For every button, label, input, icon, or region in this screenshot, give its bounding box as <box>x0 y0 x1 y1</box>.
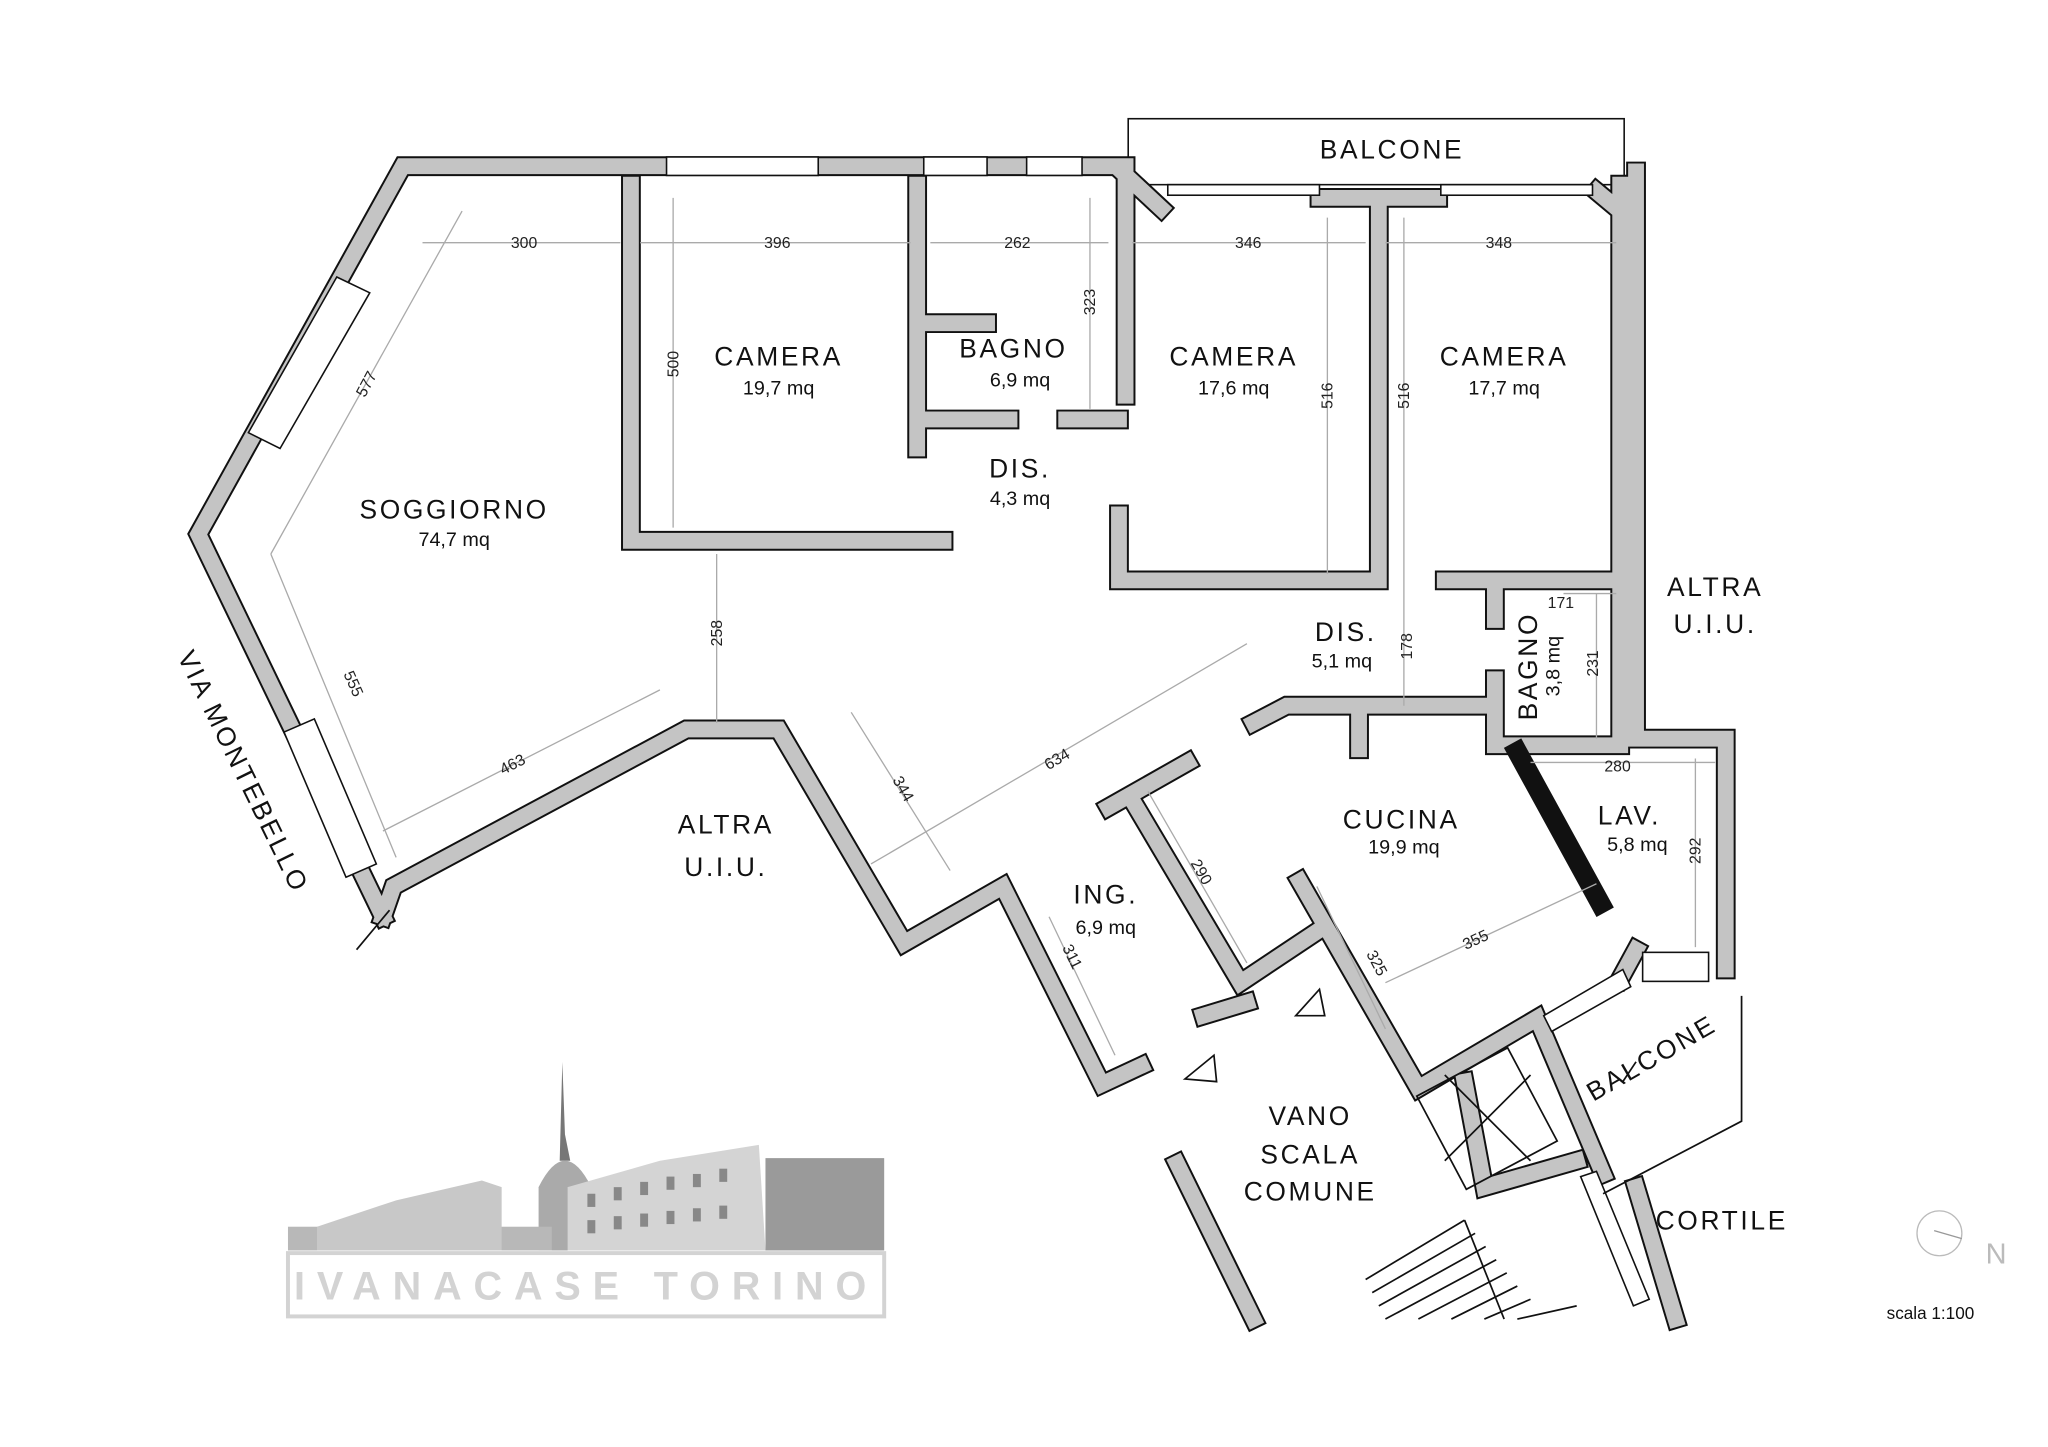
room-name: DIS. <box>1315 617 1377 647</box>
walls <box>187 156 1736 1333</box>
altra-uiu-right-line2: U.I.U. <box>1674 609 1757 639</box>
scale-label: scala 1:100 <box>1887 1303 1975 1323</box>
room-area: 6,9 mq <box>1076 917 1136 939</box>
room-name: CAMERA <box>714 341 843 371</box>
outer-lines <box>355 909 1743 1195</box>
dimension-label: 171 <box>1548 595 1575 612</box>
room-area: 17,7 mq <box>1468 377 1539 399</box>
dimension-label: 577 <box>353 369 380 400</box>
dimension-label: 500 <box>665 351 682 378</box>
cortile-label: CORTILE <box>1656 1205 1788 1235</box>
room-area: 19,7 mq <box>743 377 814 399</box>
room-camera-3: CAMERA 17,7 mq <box>1440 341 1569 399</box>
dimension-label: 280 <box>1604 759 1631 776</box>
room-area: 4,3 mq <box>990 488 1050 510</box>
balcone-bottom-label: BALCONE <box>1581 1009 1721 1107</box>
room-name: CAMERA <box>1169 341 1298 371</box>
dimension-label: 516 <box>1396 382 1413 409</box>
dimension-label: 555 <box>340 669 366 700</box>
room-name: DIS. <box>989 453 1051 483</box>
vano-scala-line1: VANO <box>1269 1101 1352 1131</box>
dimension-label: 355 <box>1460 927 1491 954</box>
balcone-top-label: BALCONE <box>1320 134 1465 164</box>
room-name: BAGNO <box>959 333 1067 363</box>
room-camera-1: CAMERA 19,7 mq <box>714 341 843 399</box>
room-area: 5,8 mq <box>1607 834 1667 856</box>
room-camera-2: CAMERA 17,6 mq <box>1169 341 1298 399</box>
north-arrow-icon <box>1916 1210 1963 1257</box>
altra-uiu-left-line1: ALTRA <box>678 810 774 840</box>
room-name: LAV. <box>1598 800 1661 830</box>
dimension-label: 292 <box>1688 838 1705 864</box>
dimension-label: 463 <box>497 751 528 778</box>
room-name: BAGNO <box>1513 612 1543 720</box>
dimension-label: 258 <box>709 620 726 647</box>
north-label: N <box>1986 1239 2007 1271</box>
dimension-label: 348 <box>1486 235 1513 252</box>
dimension-lines <box>270 197 1716 1056</box>
north-arrow-needle <box>1933 1230 1963 1240</box>
room-area: 19,9 mq <box>1368 836 1439 858</box>
room-soggiorno: SOGGIORNO 74,7 mq <box>359 494 548 551</box>
room-name: CUCINA <box>1343 804 1460 834</box>
dimension-label: 346 <box>1235 235 1262 252</box>
altra-uiu-left-line2: U.I.U. <box>684 852 767 882</box>
dimension-label: 516 <box>1320 382 1337 409</box>
room-ingresso: ING. 6,9 mq <box>1073 880 1138 939</box>
room-lav: LAV. 5,8 mq <box>1598 800 1668 855</box>
vano-scala-line2: SCALA <box>1260 1139 1360 1169</box>
dimension-label: 311 <box>1058 942 1084 972</box>
windows <box>247 156 1710 1307</box>
room-name: SOGGIORNO <box>359 494 548 524</box>
room-name: ING. <box>1073 880 1138 910</box>
room-dis-2: DIS. 5,1 mq <box>1312 617 1377 672</box>
dimension-label: 325 <box>1363 948 1390 979</box>
altra-uiu-right-line1: ALTRA <box>1667 572 1763 602</box>
street-label: VIA MONTEBELLO <box>172 646 315 898</box>
dimension-label: 396 <box>764 235 791 252</box>
room-area: 3,8 mq <box>1543 636 1565 696</box>
staircase <box>1365 1046 1577 1320</box>
dimension-label: 323 <box>1082 289 1099 316</box>
dimension-label: 231 <box>1585 650 1602 677</box>
vano-scala-line3: COMUNE <box>1244 1176 1377 1206</box>
balcony-top-outline <box>1127 117 1625 186</box>
logo-text: IVANACASE TORINO <box>294 1264 878 1308</box>
room-area: 17,6 mq <box>1198 377 1269 399</box>
dimension-label: 634 <box>1042 746 1074 774</box>
dimension-label: 300 <box>511 235 538 252</box>
dimension-label: 178 <box>1399 633 1416 660</box>
room-dis-1: DIS. 4,3 mq <box>989 453 1051 510</box>
ivanacase-logo: IVANACASE TORINO <box>285 1061 887 1319</box>
room-name: CAMERA <box>1440 341 1569 371</box>
entrance-arrow-icon <box>1182 987 1326 1083</box>
room-bagno-1: BAGNO 6,9 mq <box>959 333 1067 391</box>
room-area: 6,9 mq <box>990 369 1050 391</box>
room-area: 5,1 mq <box>1312 650 1372 672</box>
dimension-label: 344 <box>889 774 917 806</box>
room-area: 74,7 mq <box>418 529 489 551</box>
dimension-label: 262 <box>1004 235 1030 252</box>
